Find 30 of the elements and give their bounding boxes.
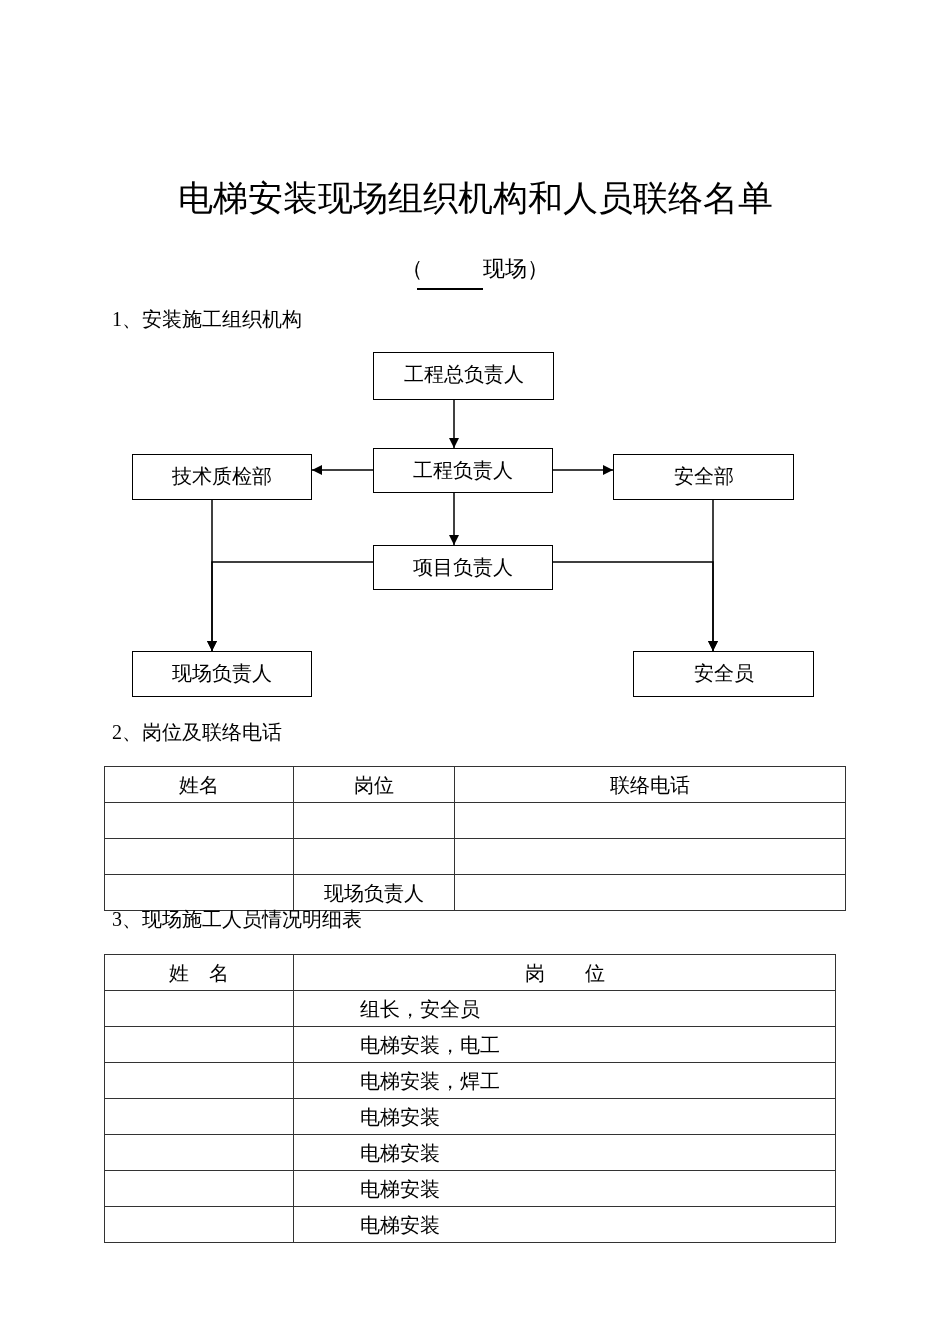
arrow	[449, 492, 459, 546]
table-cell: 组长，安全员	[293, 990, 836, 1027]
arrow	[552, 561, 718, 652]
page-title: 电梯安装现场组织机构和人员联络名单	[177, 178, 773, 220]
role-box: 安全部	[613, 454, 794, 500]
table-cell: 电梯安装	[293, 1098, 836, 1135]
table-cell: 电梯安装	[293, 1170, 836, 1207]
column-header: 岗 位	[293, 954, 836, 991]
subtitle-text: （	[401, 256, 423, 283]
arrow	[552, 465, 614, 475]
column-header: 联络电话	[454, 766, 846, 803]
column-header: 姓名	[104, 766, 294, 803]
role-box: 安全员	[633, 651, 814, 697]
column-header: 岗位	[293, 766, 455, 803]
table-cell: 电梯安装，焊工	[293, 1062, 836, 1099]
arrow	[449, 399, 459, 449]
role-box: 工程负责人	[373, 448, 553, 493]
arrow	[311, 465, 374, 475]
role-box: 技术质检部	[132, 454, 312, 500]
subtitle-text: 现场）	[483, 256, 549, 283]
section-heading: 1、安装施工组织机构	[112, 307, 302, 331]
table-cell: 电梯安装，电工	[293, 1026, 836, 1063]
section-heading: 2、岗位及联络电话	[112, 720, 282, 744]
column-header: 姓 名	[104, 954, 294, 991]
role-box: 现场负责人	[132, 651, 312, 697]
table-cell: 电梯安装	[293, 1134, 836, 1171]
role-box: 项目负责人	[373, 545, 553, 590]
arrow	[207, 561, 374, 652]
role-box: 工程总负责人	[373, 352, 554, 400]
table-cell: 电梯安装	[293, 1206, 836, 1243]
